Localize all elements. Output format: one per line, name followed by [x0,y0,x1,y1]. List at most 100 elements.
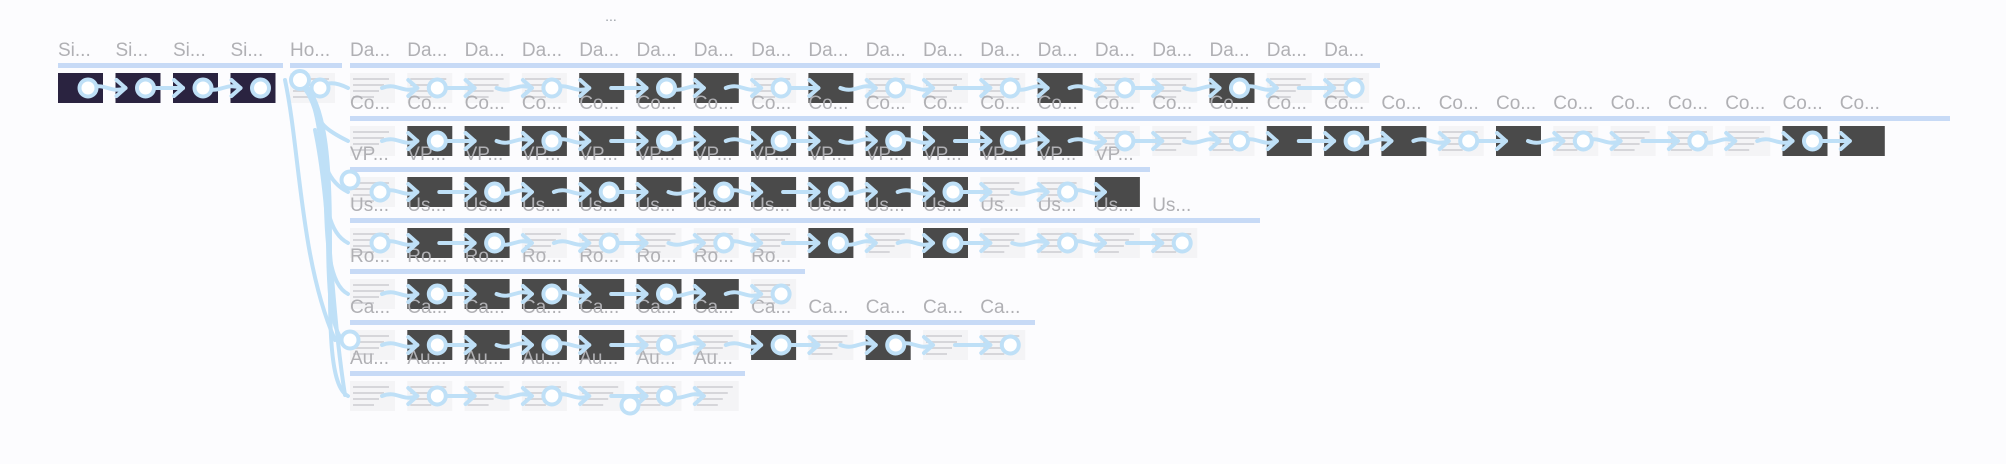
frame-label[interactable]: Au... [465,348,504,369]
frame-label[interactable]: Co... [1725,93,1765,114]
flow-node[interactable] [999,334,1021,356]
flow-node[interactable] [369,232,391,254]
frame-label[interactable]: VP... [923,144,962,165]
flow-node[interactable] [484,181,506,203]
frame-label[interactable]: VP... [1038,144,1077,165]
flow-node[interactable] [135,77,156,99]
flow-node[interactable] [1687,130,1709,152]
frame-label[interactable]: Ro... [522,246,562,267]
flow-node[interactable] [250,77,271,99]
flow-node[interactable] [1802,130,1823,152]
frame-label[interactable]: Us... [751,195,790,216]
flow-node[interactable] [656,334,677,356]
flow-node[interactable] [656,130,677,152]
flow-node[interactable] [541,77,563,99]
flow-node[interactable] [1229,77,1250,99]
flow-node[interactable] [1114,130,1136,152]
frame-label[interactable]: Da... [465,40,505,61]
frame-label[interactable]: Ca... [465,297,505,318]
flow-node[interactable] [426,77,448,99]
flow-node[interactable] [426,334,448,356]
frame-label[interactable]: Us... [1152,195,1191,216]
frame-label[interactable]: Co... [1496,93,1536,114]
frame-label[interactable]: Da... [694,40,734,61]
frame-label[interactable]: Co... [1611,93,1651,114]
frame-label[interactable]: Ca... [808,297,848,318]
frame-label[interactable]: VP... [579,144,618,165]
frame-label[interactable]: Si... [231,40,264,61]
flow-node[interactable] [598,181,620,203]
frame-label[interactable]: Us... [1095,195,1134,216]
flow-node[interactable] [541,283,563,305]
flow-node[interactable] [770,283,792,305]
frame-label[interactable]: Ca... [866,297,906,318]
flow-node[interactable] [369,181,391,203]
flow-node[interactable] [192,77,214,99]
flow-node[interactable] [827,232,849,254]
flow-node[interactable] [713,181,735,203]
frame-label[interactable]: Co... [1553,93,1593,114]
flow-node[interactable] [541,334,563,356]
frame-label[interactable]: Us... [407,195,446,216]
flow-node[interactable] [426,385,448,407]
frame-label[interactable]: Ca... [579,297,619,318]
frame-label[interactable]: Da... [923,40,963,61]
frame-label[interactable]: Si... [58,40,91,61]
frame-label[interactable]: Us... [980,195,1019,216]
frame-label[interactable]: Ro... [637,246,677,267]
frame-label[interactable]: Da... [522,40,562,61]
frame-label[interactable]: Co... [694,93,734,114]
flow-node[interactable] [827,181,849,203]
flow-node[interactable] [656,283,677,305]
frame-label[interactable]: Us... [866,195,905,216]
frame-label[interactable]: Ca... [923,297,963,318]
flow-node[interactable] [942,181,964,203]
flow-node[interactable] [1229,130,1250,152]
flow-node[interactable] [426,283,448,305]
frame-label[interactable]: Ca... [694,297,734,318]
frame-label[interactable]: Ro... [407,246,447,267]
flow-node[interactable] [770,130,792,152]
frame-label[interactable]: Au... [579,348,618,369]
frame-label[interactable]: Da... [1210,40,1250,61]
flow-node[interactable] [1572,130,1594,152]
flow-node[interactable] [1057,232,1079,254]
frame-label[interactable]: Co... [923,93,963,114]
frame-label[interactable]: Si... [173,40,206,61]
frame-label[interactable]: Da... [866,40,906,61]
flow-node[interactable] [619,394,641,416]
frame-label[interactable]: Da... [1095,40,1135,61]
frame-label[interactable]: Co... [1668,93,1708,114]
flow-node[interactable] [713,232,735,254]
frame-label[interactable]: Co... [1840,93,1880,114]
frame-label[interactable]: VP... [808,144,847,165]
flow-node[interactable] [339,329,361,351]
flow-node[interactable] [1057,181,1079,203]
flow-node[interactable] [885,77,907,99]
frame-label[interactable]: Ho... [290,40,330,61]
frame-label[interactable]: Us... [637,195,676,216]
frame-label[interactable]: Da... [980,40,1020,61]
flow-node[interactable] [339,169,361,191]
frame-label[interactable]: Da... [1267,40,1307,61]
frame-label[interactable]: Co... [1038,93,1078,114]
flow-node[interactable] [541,130,563,152]
frame-label[interactable]: Co... [1267,93,1307,114]
flow-node[interactable] [426,130,448,152]
flow-node[interactable] [1343,77,1365,99]
frame-label[interactable]: Ca... [350,297,390,318]
flow-node-hub[interactable] [289,69,311,91]
flow-node[interactable] [999,77,1021,99]
flow-node[interactable] [885,334,907,356]
flow-node[interactable] [999,130,1021,152]
flow-node[interactable] [309,77,331,99]
frame-label[interactable]: Co... [579,93,619,114]
more-options-button[interactable]: ... [605,8,617,24]
frame-label[interactable]: Da... [350,40,390,61]
flow-node[interactable] [1114,77,1136,99]
flow-node[interactable] [1343,130,1365,152]
frame-label[interactable]: VP... [350,144,389,165]
flow-node[interactable] [656,77,677,99]
flow-node[interactable] [770,334,792,356]
